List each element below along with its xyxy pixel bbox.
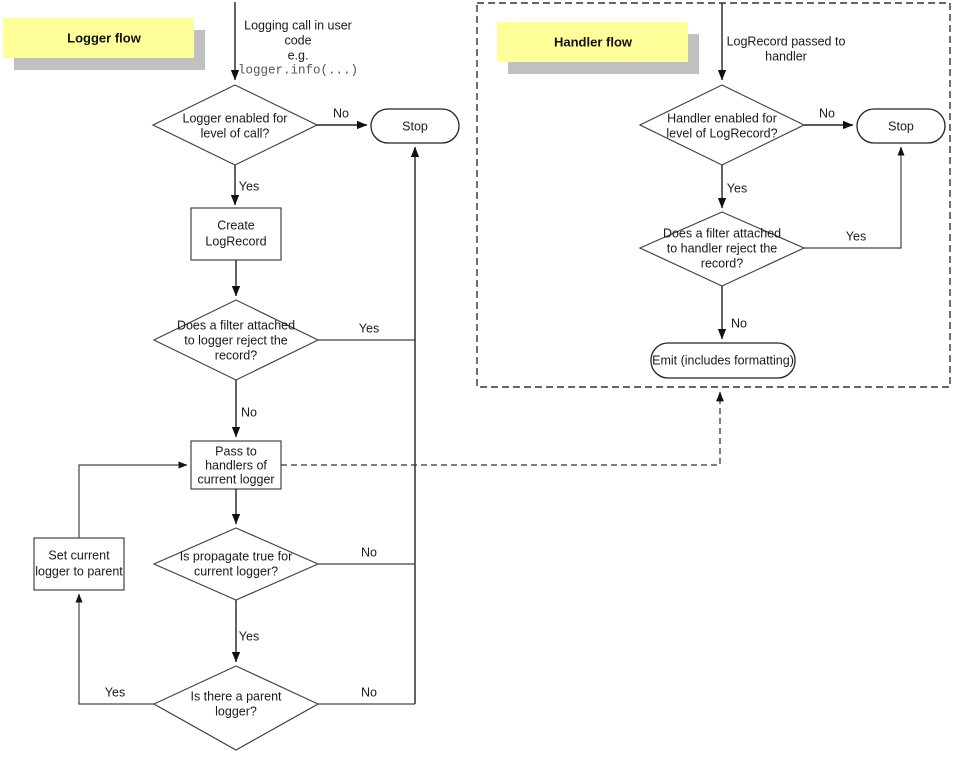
pass-to-handlers-line-2: handlers of <box>205 458 267 472</box>
stop-handler-shape <box>856 108 946 144</box>
emit-shape <box>650 342 796 379</box>
node-pass-to-handlers: Pass to handlers of current logger <box>190 440 282 490</box>
logger-banner-label: Logger flow <box>67 30 142 45</box>
edge-label-parent-no: No <box>361 685 377 699</box>
edge-label-logger-filter-yes: Yes <box>359 321 379 335</box>
edge-label-handler-filter-no: No <box>731 316 747 330</box>
node-emit: Emit (includes formatting) <box>650 342 796 379</box>
node-handler-filter-reject: Does a filter attached to handler reject… <box>638 211 806 287</box>
edge-label-handler-enabled-no: No <box>819 106 835 120</box>
set-current-logger-line-1: Set current <box>48 548 110 562</box>
stop-handler-label: Stop <box>888 119 914 133</box>
logger-filter-line-3: record? <box>215 348 257 362</box>
logger-enabled-line-1: Logger enabled for <box>183 111 288 125</box>
handler-banner-box <box>497 22 688 62</box>
node-is-propagate-true: Is propagate true for current logger? <box>152 527 320 601</box>
handler-banner-label: Handler flow <box>554 34 633 49</box>
is-there-parent-line-2: logger? <box>215 704 257 718</box>
handler-enabled-line-1: Handler enabled for <box>667 111 777 125</box>
is-there-parent-line-1: Is there a parent <box>190 689 282 703</box>
node-logger-enabled: Logger enabled for level of call? <box>151 84 319 166</box>
node-create-logrecord: Create LogRecord <box>190 207 282 261</box>
handler-flow-banner: Handler flow <box>497 22 699 74</box>
logger-banner-box <box>3 18 194 58</box>
set-current-logger-box <box>33 537 125 591</box>
logger-filter-line-2: to logger reject the <box>184 333 288 347</box>
edge-pass-to-handler-flow <box>281 391 724 466</box>
logger-entry-line-4-code: logger.info(...) <box>238 63 358 77</box>
stop-logger-shape <box>370 108 460 144</box>
handler-flow-region <box>476 2 951 388</box>
edge-parent-yes <box>75 593 154 705</box>
edge-label-logger-filter-no: No <box>241 405 257 419</box>
handler-filter-line-2: to handler reject the <box>667 241 778 255</box>
logger-entry-caption: Logging call in user code e.g. logger.in… <box>238 18 358 77</box>
edge-label-logger-enabled-yes: Yes <box>239 179 259 193</box>
node-handler-enabled: Handler enabled for level of LogRecord? <box>638 84 806 166</box>
is-there-parent-diamond <box>152 665 320 751</box>
edge-label-propagate-yes: Yes <box>239 629 259 643</box>
node-stop-logger: Stop <box>370 108 460 144</box>
logger-entry-line-3: e.g. <box>288 48 309 62</box>
handler-filter-line-1: Does a filter attached <box>663 226 781 240</box>
edge-label-handler-filter-yes: Yes <box>846 229 866 243</box>
node-stop-handler: Stop <box>856 108 946 144</box>
logger-filter-line-1: Does a filter attached <box>177 318 295 332</box>
logger-entry-line-1: Logging call in user <box>244 18 352 32</box>
edge-label-handler-enabled-yes: Yes <box>727 181 747 195</box>
handler-enabled-line-2: level of LogRecord? <box>666 126 777 140</box>
handler-filter-line-3: record? <box>701 256 743 270</box>
create-logrecord-line-1: Create <box>217 218 255 232</box>
pass-to-handlers-line-3: current logger <box>197 472 274 486</box>
edge-label-parent-yes: Yes <box>105 685 125 699</box>
stop-logger-label: Stop <box>402 119 428 133</box>
logger-enabled-line-2: level of call? <box>201 126 270 140</box>
node-logger-filter-reject: Does a filter attached to logger reject … <box>152 299 320 381</box>
handler-entry-line-1: LogRecord passed to <box>727 34 846 48</box>
handler-entry-line-2: handler <box>765 49 807 63</box>
handler-entry-caption: LogRecord passed to handler <box>727 34 846 63</box>
pass-to-handlers-line-1: Pass to <box>215 444 257 458</box>
set-current-logger-line-2: logger to parent <box>35 564 123 578</box>
node-is-there-parent: Is there a parent logger? <box>152 665 320 751</box>
emit-label: Emit (includes formatting) <box>652 353 794 367</box>
edge-label-propagate-no: No <box>361 545 377 559</box>
is-propagate-line-2: current logger? <box>194 564 278 578</box>
edge-handler-filter-yes <box>804 146 905 249</box>
edge-label-logger-enabled-no: No <box>333 106 349 120</box>
create-logrecord-line-2: LogRecord <box>205 234 266 248</box>
node-set-current-logger: Set current logger to parent <box>33 537 125 591</box>
is-propagate-line-1: Is propagate true for <box>180 549 293 563</box>
logger-flow-banner: Logger flow <box>3 18 205 70</box>
logger-entry-line-2: code <box>284 33 311 47</box>
edge-set-logger-to-pass <box>78 461 188 538</box>
